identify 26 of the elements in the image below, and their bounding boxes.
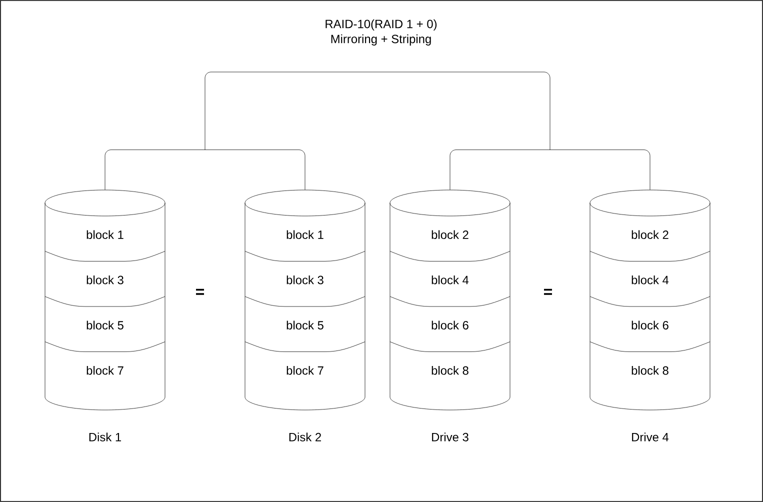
block-label: block 1 bbox=[86, 230, 124, 239]
block-label: block 1 bbox=[286, 230, 324, 239]
block-label: block 3 bbox=[86, 275, 124, 284]
block-label: block 2 bbox=[432, 230, 468, 239]
block-label: block 8 bbox=[432, 366, 468, 375]
disk-label: Disk 1 bbox=[89, 432, 122, 442]
block-label: block 5 bbox=[86, 320, 124, 330]
block-label: block 7 bbox=[286, 366, 324, 375]
title: RAID-10(RAID 1 + 0) bbox=[326, 19, 437, 31]
equals-sign: = bbox=[544, 288, 552, 295]
block-label: block 2 bbox=[632, 230, 668, 239]
connector-line bbox=[104, 150, 306, 190]
connector-line bbox=[450, 150, 650, 190]
disk-label: Drive 3 bbox=[432, 432, 468, 442]
block-label: block 8 bbox=[632, 366, 668, 375]
disk-label: Drive 4 bbox=[632, 432, 669, 442]
subtitle: Mirroring + Striping bbox=[331, 34, 431, 46]
block-label: block 6 bbox=[632, 320, 668, 330]
block-label: block 7 bbox=[86, 366, 124, 375]
block-label: block 6 bbox=[432, 320, 468, 330]
block-label: block 5 bbox=[286, 320, 324, 330]
disk-label: Disk 2 bbox=[289, 432, 321, 442]
block-label: block 4 bbox=[632, 275, 669, 284]
equals-sign: = bbox=[196, 288, 204, 295]
block-label: block 3 bbox=[286, 275, 324, 284]
block-label: block 4 bbox=[432, 275, 469, 284]
